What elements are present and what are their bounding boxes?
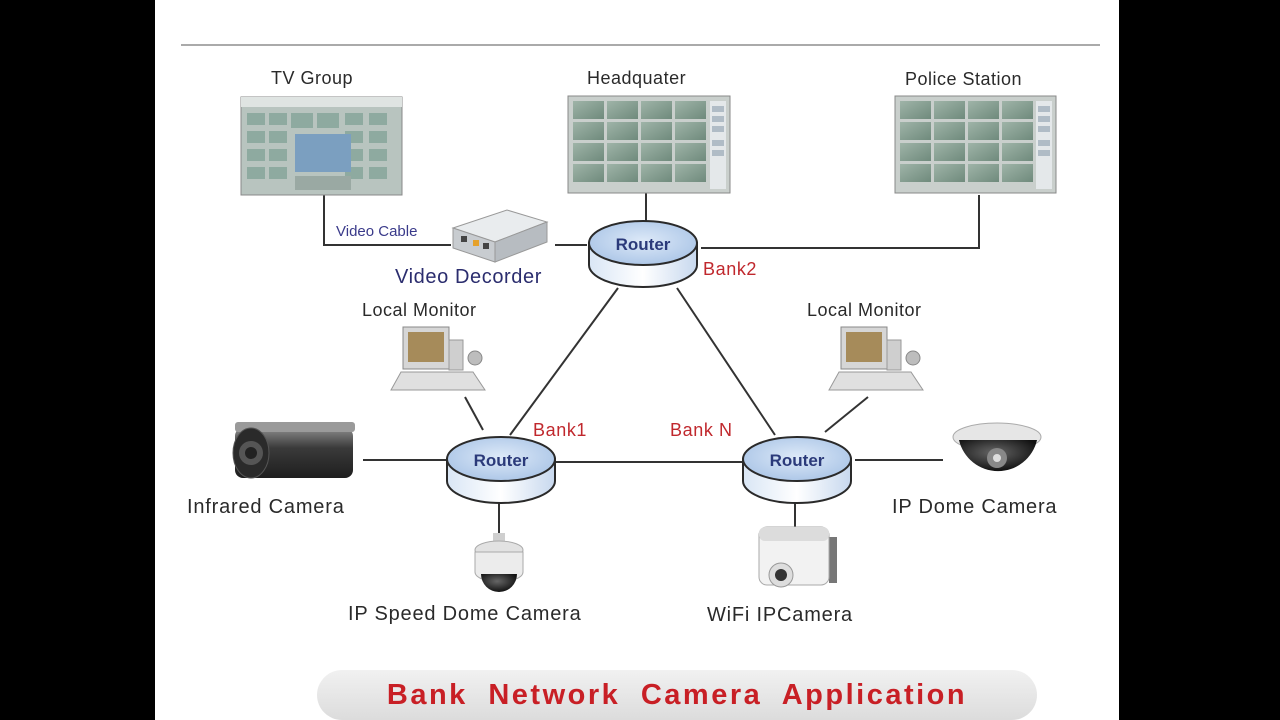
local-monitor-right-label: Local Monitor <box>807 300 922 320</box>
cable-router-top-right <box>676 287 776 436</box>
bullet-camera-icon <box>232 422 355 479</box>
speed-dome-camera-icon <box>474 533 524 592</box>
router-icon <box>588 220 698 288</box>
connections <box>323 193 980 538</box>
cable-monitor-right <box>824 396 869 433</box>
infrared-camera-label: Infrared Camera <box>187 496 345 518</box>
router-icon <box>742 436 852 504</box>
tv-wall-icon <box>240 96 403 196</box>
police-station-label: Police Station <box>905 69 1023 89</box>
cable-router-top-left <box>509 287 619 436</box>
desktop-computer-icon <box>828 326 924 391</box>
cable-tv-decoder <box>323 195 451 246</box>
bank1-label: Bank1 <box>533 420 588 440</box>
router-top-label: Router <box>616 235 671 254</box>
router-icon <box>446 436 556 504</box>
multi-screen-monitor-icon <box>567 95 731 194</box>
title-banner: Bank Network Camera Application <box>317 670 1037 720</box>
local-monitor-left-label: Local Monitor <box>362 300 477 320</box>
tv-group-label: TV Group <box>271 68 354 88</box>
ip-speed-dome-camera-label: IP Speed Dome Camera <box>348 603 582 625</box>
dome-camera-icon <box>952 422 1042 472</box>
router-left-label: Router <box>474 451 529 470</box>
wifi-ipcamera-label: WiFi IPCamera <box>707 604 853 626</box>
cable-police-router <box>701 195 980 249</box>
cable-monitor-left <box>464 396 484 431</box>
multi-screen-monitor-icon <box>894 95 1057 194</box>
desktop-computer-icon <box>390 326 486 391</box>
ip-dome-camera-label: IP Dome Camera <box>892 496 1058 518</box>
router-right-label: Router <box>770 451 825 470</box>
wifi-camera-icon <box>758 526 837 588</box>
headquarter-label: Headquater <box>587 68 687 88</box>
banner-title: Bank Network Camera Application <box>386 679 968 711</box>
bank2-label: Bank2 <box>703 259 758 279</box>
bank-n-label: Bank N <box>670 420 733 440</box>
video-decoder-box-icon <box>451 209 549 263</box>
diagram-canvas: Router Router Router TV Group Headquater… <box>155 0 1119 720</box>
network-diagram: Router Router Router <box>181 44 1100 592</box>
video-cable-label: Video Cable <box>336 223 418 240</box>
video-decoder-label: Video Decorder <box>395 266 543 288</box>
